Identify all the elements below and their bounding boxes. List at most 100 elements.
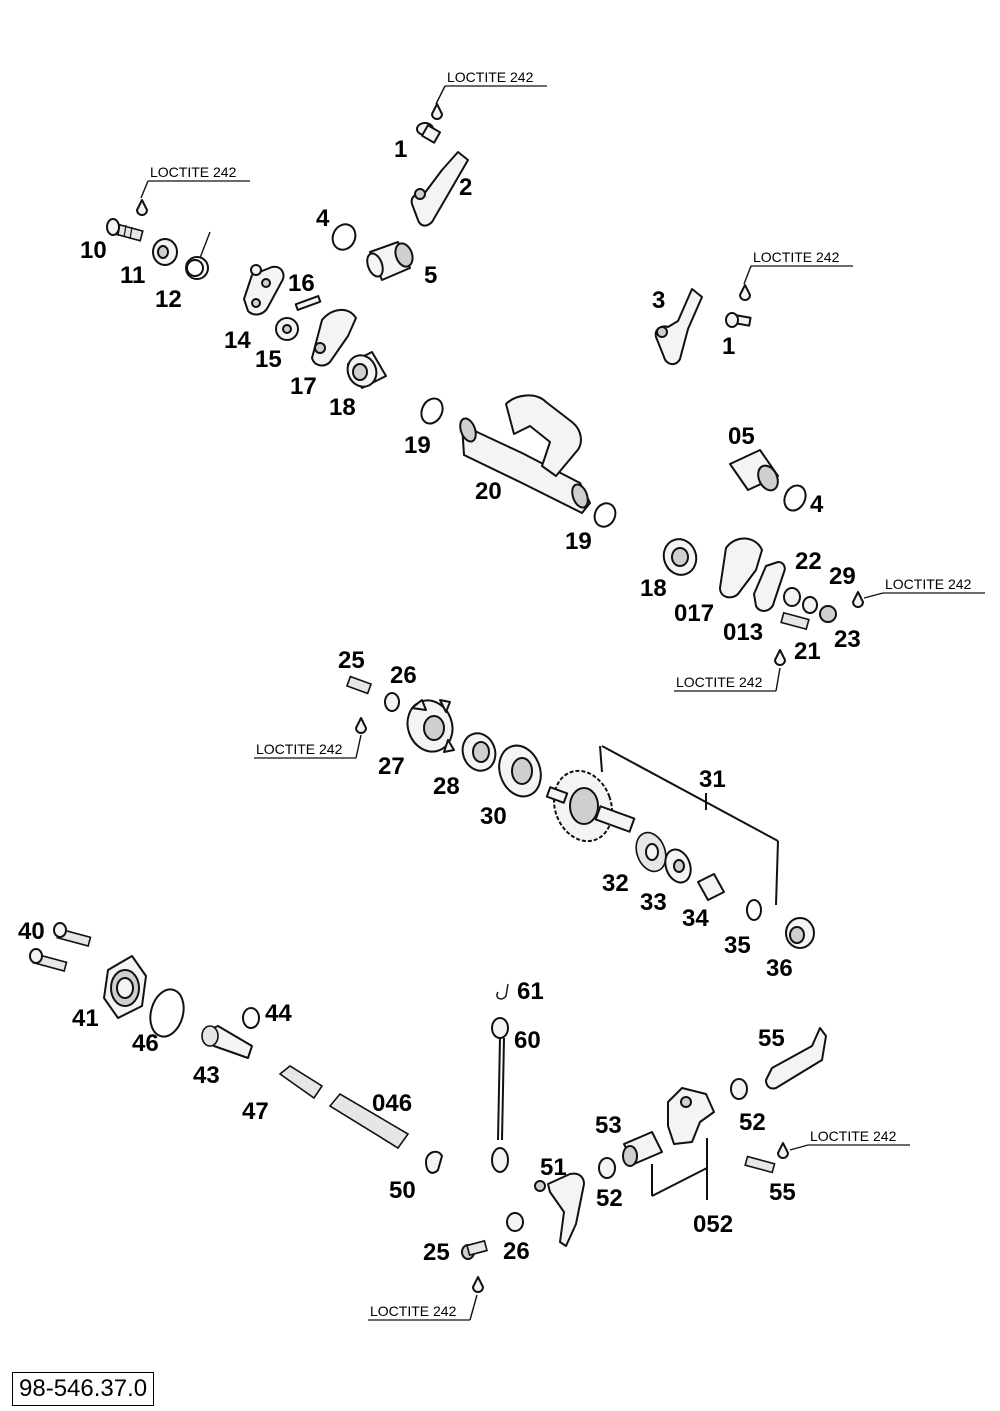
label-11: 11	[120, 262, 145, 289]
label-26b: 26	[503, 1238, 530, 1265]
label-29: 29	[829, 563, 856, 590]
part-44-o-ring	[242, 1007, 260, 1029]
part-15-washer	[275, 317, 299, 341]
label-43: 43	[193, 1062, 220, 1089]
part-52-bracket	[651, 1138, 708, 1200]
label-23: 23	[834, 626, 861, 653]
part-25-bolt	[345, 675, 373, 695]
part-013-plate	[753, 561, 786, 612]
label-26: 26	[390, 662, 417, 689]
part-34-spacer	[697, 873, 725, 901]
label-30: 30	[480, 803, 507, 830]
loctite-callout-6: LOCTITE 242	[254, 717, 367, 759]
part-60-rod	[491, 1017, 509, 1173]
label-32: 32	[602, 870, 629, 897]
label-013: 013	[723, 619, 763, 646]
label-16: 16	[288, 270, 315, 297]
loctite-label: LOCTITE 242	[885, 576, 972, 592]
part-41-cover	[103, 955, 147, 1019]
part-14-plate	[243, 265, 285, 316]
loctite-callout-1: LOCTITE 242	[431, 69, 547, 120]
label-40: 40	[18, 918, 45, 945]
label-1b: 1	[722, 333, 735, 360]
part-26-washer	[506, 1212, 524, 1232]
loctite-drop-icon	[774, 649, 786, 666]
part-16-pin	[294, 295, 322, 311]
part-number-labels: 1 2 4 5 10 11 12 16 14 15 17 18 3 1 19 2…	[18, 136, 861, 1266]
part-45-o-ring	[149, 988, 185, 1038]
label-25: 25	[338, 647, 365, 674]
label-4: 4	[316, 205, 330, 232]
label-45: 46	[132, 1030, 159, 1057]
part-52-shift-shaft	[667, 1087, 715, 1145]
part-31-bracket	[599, 745, 779, 906]
label-14: 14	[224, 327, 251, 354]
part-18-sleeve	[346, 351, 387, 389]
part-55-bolt	[744, 1155, 776, 1174]
part-19-o-ring	[593, 502, 617, 528]
label-052: 53	[595, 1112, 622, 1139]
loctite-drop-icon	[852, 591, 864, 608]
loctite-drop-icon	[739, 284, 751, 301]
label-55-text: 55	[769, 1179, 796, 1206]
part-61-clip	[496, 983, 509, 1000]
loctite-label: LOCTITE 242	[676, 674, 763, 690]
part-17-segment	[311, 309, 357, 367]
label-41: 41	[72, 1005, 99, 1032]
label-46: 046	[372, 1090, 412, 1117]
part-20-shaft	[459, 394, 591, 514]
part-3-lever	[654, 288, 703, 365]
label-47: 50	[389, 1177, 416, 1204]
part-4-o-ring	[331, 223, 357, 251]
part-27-ratchet	[406, 699, 455, 753]
label-18: 18	[329, 394, 356, 421]
part-33-washer	[664, 848, 692, 884]
part-017-segment	[719, 537, 763, 599]
label-44: 44	[265, 1000, 292, 1027]
part-53-lever	[765, 1027, 827, 1090]
label-12: 12	[155, 286, 182, 313]
label-20: 20	[475, 478, 502, 505]
loctite-drop-icon	[355, 717, 367, 734]
label-22: 22	[795, 548, 822, 575]
part-4-o-ring	[783, 484, 807, 512]
part-35-circlip	[746, 899, 762, 921]
part-47-clip	[425, 1150, 443, 1174]
label-50-text: 51	[540, 1154, 567, 1181]
label-2: 2	[459, 174, 472, 201]
part-23-nut	[819, 605, 837, 623]
label-05: 05	[728, 423, 755, 450]
loctite-drop-icon	[136, 199, 148, 216]
part-36-bearing	[785, 917, 815, 949]
label-28: 28	[433, 773, 460, 800]
label-34: 34	[682, 905, 709, 932]
part-40-bolt	[29, 922, 92, 972]
part-30-bearing	[498, 744, 542, 798]
label-27: 27	[378, 753, 405, 780]
label-31: 31	[699, 766, 726, 793]
part-51-washer	[730, 1078, 748, 1100]
label-4b: 4	[810, 491, 824, 518]
loctite-label: LOCTITE 242	[370, 1303, 457, 1319]
part-31-gear-assembly	[545, 769, 636, 843]
loctite-callout-3: LOCTITE 242	[739, 249, 853, 301]
label-17: 17	[290, 373, 317, 400]
part-25-bolt	[461, 1239, 488, 1260]
loctite-drop-icon	[431, 103, 443, 120]
loctite-label: LOCTITE 242	[150, 164, 237, 180]
label-18b: 18	[640, 575, 667, 602]
reference-number: 98-546.37.0	[12, 1372, 155, 1406]
part-046-spring	[278, 1065, 324, 1100]
part-11-sleeve	[152, 238, 178, 266]
label-3: 3	[652, 287, 665, 314]
label-51: 52	[596, 1185, 623, 1212]
loctite-drop-icon	[777, 1142, 789, 1159]
part-22-washer	[783, 587, 801, 607]
part-1-screw	[416, 122, 442, 144]
part-05-bushing	[729, 449, 779, 492]
part-052-bushing	[622, 1131, 663, 1167]
loctite-label: LOCTITE 242	[753, 249, 840, 265]
loctite-callouts: LOCTITE 242 LOCTITE 242 LOCTITE 242 LOCT…	[136, 69, 985, 1321]
